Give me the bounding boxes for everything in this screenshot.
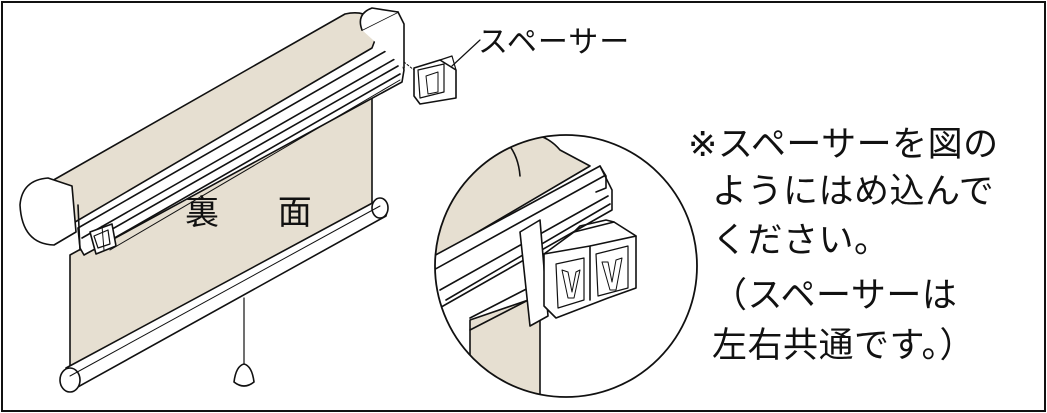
end-cap-left: [19, 177, 77, 246]
spacer-leader-line: [451, 39, 481, 67]
back-side-label: 裏 面: [185, 193, 336, 233]
bottom-bar-end-right: [371, 197, 389, 219]
bottom-bar-end-left: [59, 367, 81, 393]
spacer-guide-dashes: [403, 61, 415, 71]
spacer-callout-label: スペーサー: [478, 25, 631, 60]
note-line: （スペーサーは: [712, 276, 958, 316]
note-line: 左右共通です。）: [712, 326, 976, 366]
detail-circle: [434, 134, 698, 398]
note-line: ようにはめ込んで: [712, 172, 995, 212]
note-line: ※スペーサーを図の: [688, 125, 999, 165]
pull-cord-weight: [233, 363, 255, 387]
spacer-detail: [543, 219, 637, 319]
note-line: ください。: [712, 221, 890, 261]
